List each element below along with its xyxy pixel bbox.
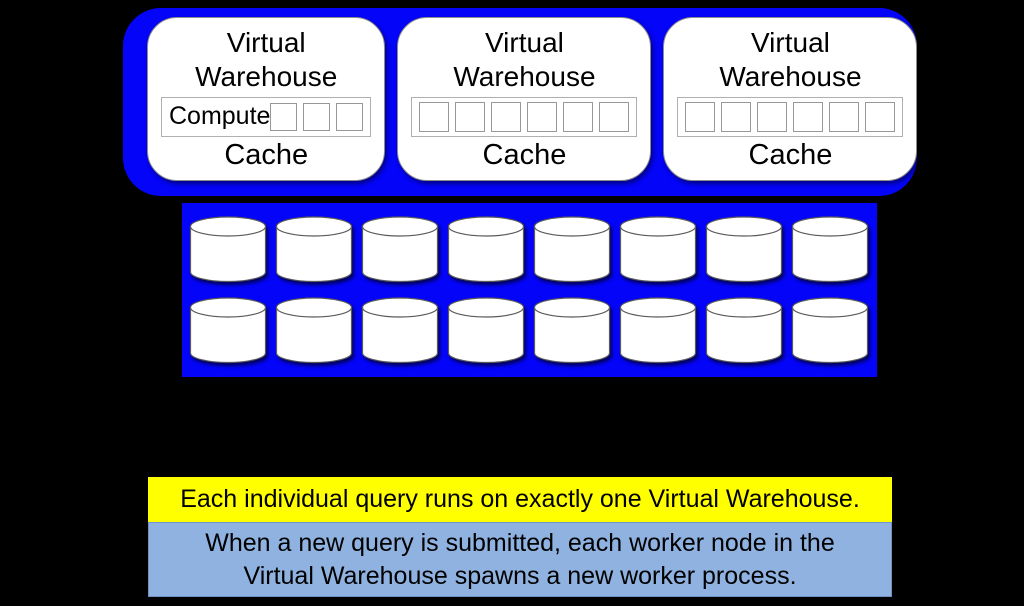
database-cylinder-icon — [275, 216, 353, 283]
virtual-warehouse-box-1: Virtual Warehouse Compute Cache — [147, 17, 386, 181]
note-query-routing-text: Each individual query runs on exactly on… — [180, 485, 860, 514]
warehouse-title: Virtual Warehouse — [453, 27, 596, 93]
database-cylinder-icon — [447, 216, 525, 283]
cache-label: Cache — [748, 139, 833, 171]
database-cylinder-icon — [533, 216, 611, 283]
compute-node-square — [419, 101, 450, 132]
compute-strip — [677, 96, 904, 137]
database-cylinder-icon — [705, 297, 783, 363]
storage-row — [182, 216, 877, 283]
compute-node-group — [685, 101, 896, 132]
virtual-warehouse-box-3: Virtual Warehouse Cache — [663, 17, 918, 181]
cache-label: Cache — [482, 139, 567, 171]
database-cylinder-icon — [275, 297, 353, 363]
compute-node-group — [270, 102, 364, 131]
database-cylinder-icon — [361, 297, 439, 363]
compute-node-square — [721, 101, 752, 132]
compute-node-square — [303, 102, 331, 131]
compute-node-square — [793, 101, 824, 132]
compute-node-square — [757, 101, 788, 132]
compute-strip: Compute — [161, 96, 372, 137]
database-cylinder-icon — [619, 297, 697, 363]
compute-node-square — [491, 101, 522, 132]
storage-layer — [182, 203, 877, 377]
compute-node-group — [419, 101, 630, 132]
compute-node-square — [563, 101, 594, 132]
database-cylinder-icon — [447, 297, 525, 363]
compute-node-square — [599, 101, 630, 132]
compute-node-square — [455, 101, 486, 132]
warehouse-title: Virtual Warehouse — [719, 27, 862, 93]
database-cylinder-icon — [791, 297, 869, 363]
warehouse-title: Virtual Warehouse — [195, 27, 338, 93]
compute-label: Compute — [169, 102, 271, 131]
virtual-warehouse-cluster: Virtual Warehouse Compute Cache Virtual … — [123, 8, 918, 196]
database-cylinder-icon — [361, 216, 439, 283]
note-worker-process: When a new query is submitted, each work… — [148, 522, 892, 597]
note-worker-process-text: When a new query is submitted, each work… — [205, 529, 835, 590]
database-cylinder-icon — [791, 216, 869, 283]
virtual-warehouse-box-2: Virtual Warehouse Cache — [397, 17, 652, 181]
storage-row — [182, 297, 877, 364]
compute-strip — [411, 96, 638, 137]
note-query-routing: Each individual query runs on exactly on… — [148, 477, 892, 522]
database-cylinder-icon — [189, 216, 267, 283]
compute-node-square — [829, 101, 860, 132]
cache-label: Cache — [224, 139, 309, 171]
compute-node-square — [270, 102, 298, 131]
compute-node-square — [685, 101, 716, 132]
compute-node-square — [527, 101, 558, 132]
database-cylinder-icon — [533, 297, 611, 363]
compute-node-square — [865, 101, 896, 132]
database-cylinder-icon — [189, 297, 267, 363]
compute-node-square — [336, 102, 364, 131]
database-cylinder-icon — [619, 216, 697, 283]
database-cylinder-icon — [705, 216, 783, 283]
